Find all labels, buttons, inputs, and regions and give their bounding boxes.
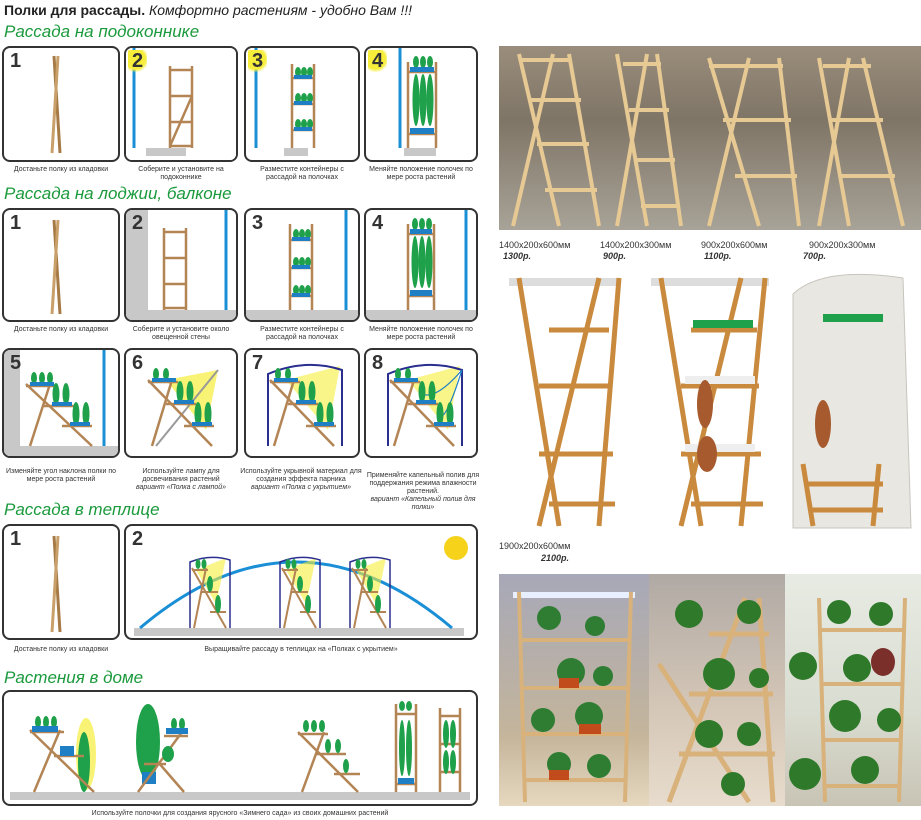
- step-number: 4: [368, 50, 388, 73]
- window-step-1-caption: Достаньте полку из кладовки: [13, 166, 109, 173]
- step-number: 1: [10, 50, 22, 72]
- home-panel: [2, 690, 478, 806]
- folded-shelf-illustration: [50, 219, 62, 315]
- step-number: 1: [10, 528, 22, 550]
- step-number: 2: [132, 528, 144, 550]
- step-number: 3: [248, 50, 268, 73]
- loggia-step-6-panel: 6: [124, 348, 238, 458]
- greenhouse-illustration: [134, 536, 468, 636]
- window-step-4-panel: 4: [364, 46, 478, 162]
- greenhouse-step-2-panel: 2: [124, 524, 478, 640]
- greenhouse-step-1-panel: 1: [2, 524, 120, 640]
- section-heading-greenhouse: Рассада в теплице: [4, 500, 160, 519]
- loggia-step-3-panel: 3: [244, 208, 360, 322]
- shelf-with-seedlings-illustration: [246, 210, 358, 320]
- step-number: 3: [252, 212, 264, 234]
- greenhouse-step-1-caption: Достаньте полку из кладовки: [13, 646, 109, 653]
- big-shelf-photo-3: [783, 264, 921, 536]
- product-size-4: 900x200x300мм: [809, 240, 876, 250]
- product-price-3: 1100р.: [704, 251, 732, 261]
- greenhouse-step-2-caption: Выращивайте рассаду в теплицах на «Полка…: [204, 646, 398, 653]
- shelf-group: [189, 556, 391, 629]
- page-title: Полки для рассады. Комфортно растениям -…: [4, 2, 412, 18]
- shelf-grown-plants-illustration: [366, 210, 476, 320]
- big-shelf-photo-1: [499, 264, 641, 536]
- loggia-step-1-caption: Достаньте полку из кладовки: [13, 326, 109, 333]
- shelf-grown-plants-illustration: [398, 48, 438, 156]
- home-garden-illustration: [10, 701, 470, 800]
- product-size-3: 900x200x600мм: [701, 240, 768, 250]
- step-number: 5: [10, 352, 22, 374]
- loggia-step-7-panel: 7: [244, 348, 360, 458]
- big-product-size: 1900x200x600мм: [499, 541, 571, 551]
- loggia-step-8-panel: 8: [364, 348, 478, 458]
- loggia-step-4-panel: 4: [364, 208, 478, 322]
- loggia-step-8-caption: Применяйте капельный полив для поддержан…: [366, 472, 480, 511]
- product-size-2: 1400x200x300мм: [600, 240, 672, 250]
- loggia-step-2-caption: Соберите и установите около овещенной ст…: [132, 326, 230, 341]
- shelf-photos-row: [499, 46, 921, 230]
- shelf-with-lamp-illustration: [147, 368, 219, 447]
- product-size-1: 1400x200x600мм: [499, 240, 571, 250]
- section-heading-home: Растения в доме: [4, 668, 144, 687]
- loggia-step-6-caption: Используйте лампу для досвечивания расте…: [135, 468, 227, 491]
- step-number: 6: [132, 352, 144, 374]
- plants-photo-1: [499, 574, 649, 806]
- product-price-1: 1300р.: [503, 251, 532, 261]
- big-product-price: 2100р.: [541, 553, 570, 563]
- window-step-3-caption: Разместите контейнеры с рассадой на поло…: [260, 166, 344, 181]
- section-heading-loggia: Рассада на лоджии, балконе: [4, 184, 232, 203]
- big-shelf-photo-2: [641, 264, 783, 536]
- four-shelf-photos: [511, 53, 905, 227]
- plants-photo-3: [785, 574, 921, 806]
- plants-photo-2: [649, 574, 785, 806]
- step-number: 4: [372, 212, 384, 234]
- loggia-step-5-caption: Изменяйте угол наклона полки по мере рос…: [5, 468, 117, 483]
- window-step-1-panel: 1: [2, 46, 120, 162]
- loggia-step-7-caption: Используйте укрывной материал для создан…: [240, 468, 362, 491]
- folded-shelf-illustration: [50, 55, 62, 154]
- step-number: 7: [252, 352, 264, 374]
- step-number: 2: [128, 50, 148, 73]
- title-bold: Полки для рассады.: [4, 2, 146, 18]
- shelf-with-cover-illustration: [267, 363, 343, 447]
- shelf-by-wall-illustration: [126, 210, 236, 320]
- window-step-2-caption: Соберите и установите на подоконнике: [138, 166, 224, 181]
- loggia-step-2-panel: 2: [124, 208, 238, 322]
- section-heading-window: Рассада на подоконнике: [4, 22, 200, 41]
- step-number: 8: [372, 352, 384, 374]
- shelf-with-drip-irrigation-illustration: [387, 363, 463, 447]
- product-price-4: 700р.: [803, 251, 827, 261]
- window-step-3-panel: 3: [244, 46, 360, 162]
- loggia-step-5-panel: 5: [2, 348, 120, 458]
- window-step-2-panel: 2: [124, 46, 238, 162]
- window-step-4-caption: Меняйте положение полочек по мере роста …: [369, 166, 473, 181]
- loggia-step-3-caption: Разместите контейнеры с рассадой на поло…: [260, 326, 344, 341]
- loggia-step-4-caption: Меняйте положение полочек по мере роста …: [369, 326, 473, 341]
- step-number: 2: [132, 212, 144, 234]
- step-number: 1: [10, 212, 22, 234]
- tilted-shelf-illustration: [4, 350, 118, 456]
- product-price-2: 900р.: [603, 251, 627, 261]
- title-slogan: Комфортно растениям - удобно Вам !!!: [149, 2, 413, 18]
- home-caption: Используйте полочки для создания ярусног…: [91, 810, 389, 817]
- loggia-step-1-panel: 1: [2, 208, 120, 322]
- folded-shelf-illustration: [50, 535, 62, 633]
